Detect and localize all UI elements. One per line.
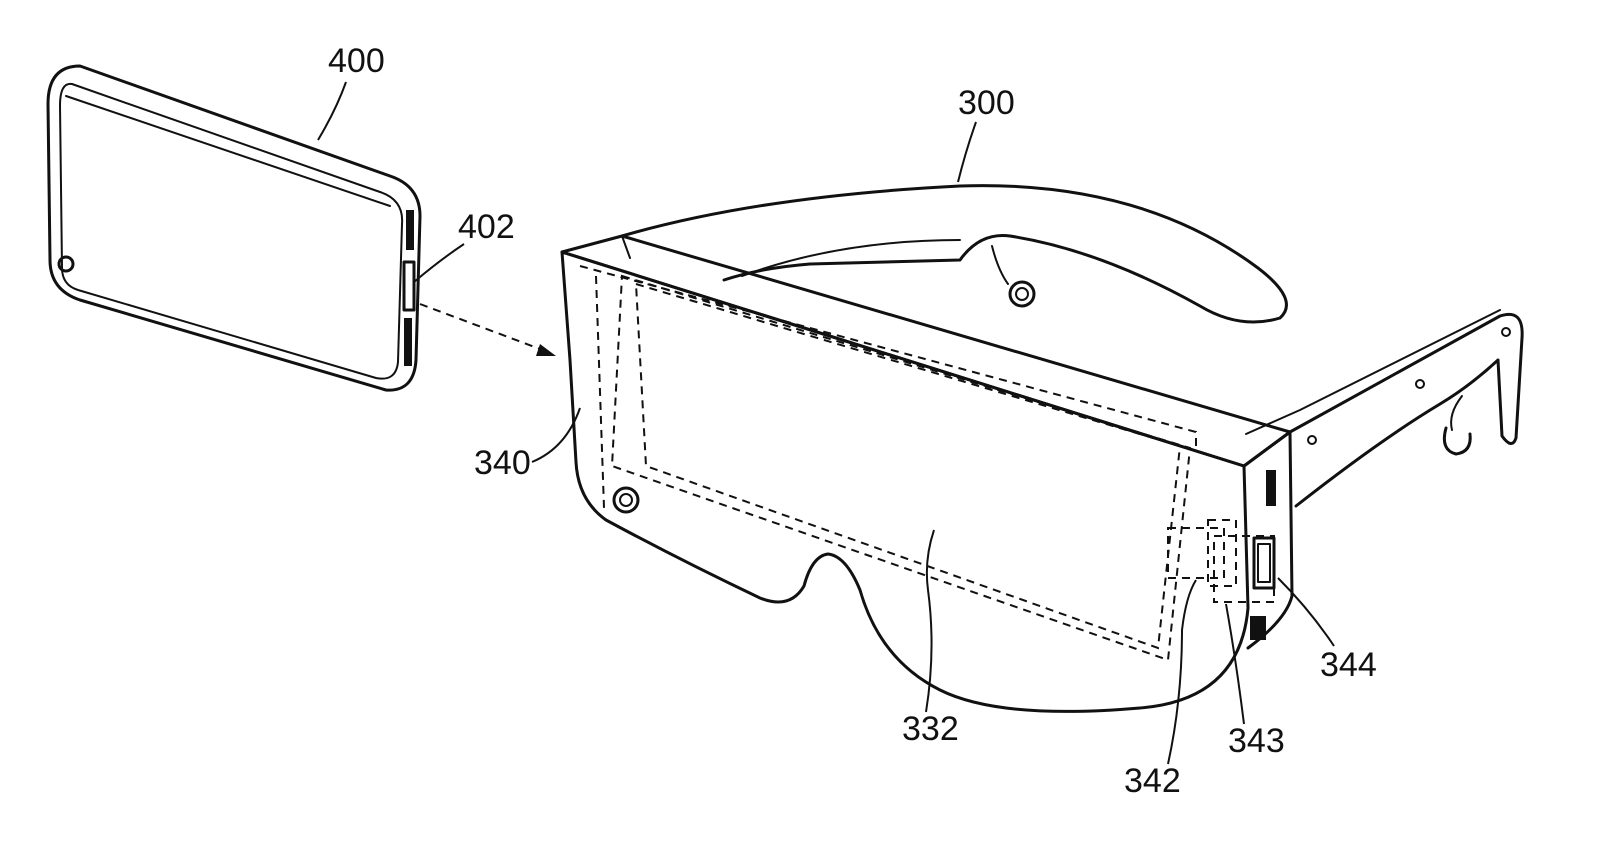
housing-side [1242,430,1294,650]
head-strap [620,184,1288,324]
phone-connector-port [402,260,416,312]
front-button [612,486,640,514]
headset-speaker-grille [1250,470,1276,640]
label-342: 342 [1124,762,1181,800]
headset-port [1252,536,1276,590]
label-344: 344 [1320,646,1377,684]
smartphone [46,64,422,392]
insertion-arrow [419,303,556,356]
phone-home-button [57,255,75,273]
earbud-left [991,245,1036,308]
label-300: 300 [958,84,1015,122]
label-400: 400 [328,42,385,80]
phone-speaker-grille [404,210,414,366]
phone-body [46,64,422,392]
temple-arm [1288,312,1524,508]
phone-screen-edge [59,82,404,380]
phone-top-edge [65,95,391,207]
headset [560,184,1524,713]
reference-labels: 400 402 300 340 332 342 343 344 [317,42,1377,800]
label-340: 340 [474,444,531,482]
label-402: 402 [458,208,515,246]
display-region-dashed [579,265,1197,662]
label-343: 343 [1228,722,1285,760]
label-332: 332 [902,710,959,748]
housing-top [560,234,1292,468]
internal-ports-dashed [1167,519,1275,603]
earbud-right [1442,395,1472,456]
housing-front [560,250,1250,713]
